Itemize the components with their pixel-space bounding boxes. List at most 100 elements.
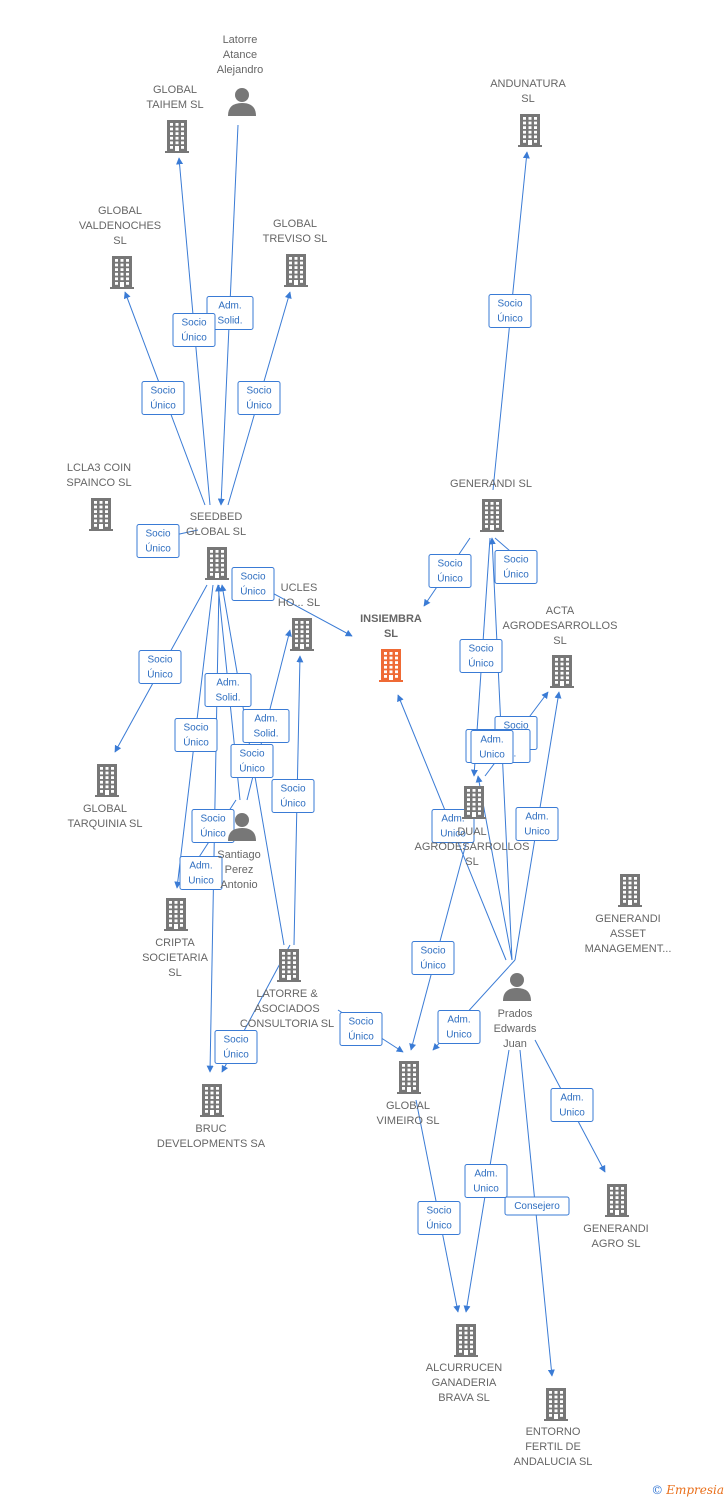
edge-label-text: Único	[468, 657, 494, 670]
edge-label-prados-to-generandi[interactable]: Adm.Unico	[470, 730, 514, 764]
edge-label-prados-to-alcurrucen[interactable]: Adm. Unico	[464, 1164, 508, 1198]
edge-label-latorre_atance-to-seedbed[interactable]: Adm.Solid.	[206, 296, 254, 330]
node-label: CONSULTORIA SL	[240, 1018, 334, 1030]
building-icon	[205, 547, 229, 580]
building-icon	[277, 949, 301, 982]
edge-label-text: Único	[348, 1030, 374, 1043]
node-label: GLOBAL	[273, 218, 317, 230]
edge-label-text: Unico	[473, 1184, 499, 1195]
node-label: AGRODESARROLLOS	[415, 841, 530, 853]
edge-label-text: Unico	[479, 750, 505, 761]
edge-label-text: Solid.	[215, 693, 240, 704]
brand-name: Empresia	[666, 1483, 724, 1497]
edge-label-box	[231, 567, 275, 601]
node-label: Edwards	[494, 1023, 537, 1035]
building-icon	[544, 1388, 568, 1421]
building-icon	[618, 874, 642, 907]
edge-label-text: Único	[183, 736, 209, 749]
node-generandi[interactable]: GENERANDI SL	[450, 478, 532, 532]
copyright-icon: ©	[651, 1483, 664, 1497]
node-label: ACTA	[546, 605, 575, 617]
node-label: TARQUINIA SL	[68, 818, 143, 830]
node-label: SL	[168, 967, 181, 979]
node-label: UCLES	[281, 582, 318, 594]
edge-label-text: Socio	[420, 946, 445, 957]
edge-label-text: Adm.	[218, 301, 241, 312]
edge-label-text: Único	[150, 399, 176, 412]
building-icon	[462, 786, 486, 819]
edge-label-text: Adm.	[189, 861, 212, 872]
edge-label-text: Único	[497, 312, 523, 325]
edge-label-text: Socio	[239, 749, 264, 760]
edge-label-prados-to-entorno[interactable]: Consejero	[504, 1196, 570, 1216]
edge-label-prados-to-generandi_agro[interactable]: Adm.Unico	[550, 1088, 594, 1122]
edge-label-text: Socio	[426, 1206, 451, 1217]
node-label: GENERANDI	[583, 1223, 648, 1235]
node-label: VIMEIRO SL	[377, 1115, 440, 1127]
building-icon	[89, 498, 113, 531]
footer-brand[interactable]: ©Empresia	[651, 1483, 724, 1497]
edge-label-prados-to-acta[interactable]: Adm.Unico	[515, 807, 559, 841]
edge-label-text: Único	[239, 762, 265, 775]
edge-label-text: Socio	[147, 655, 172, 666]
edge-label-box	[550, 1088, 594, 1122]
node-label: GANADERIA	[432, 1377, 497, 1389]
building-icon	[605, 1184, 629, 1217]
edge-label-text: Adm.	[474, 1169, 497, 1180]
edge-label-box	[230, 744, 274, 778]
edge-label-text: Único	[503, 568, 529, 581]
edge-label-prados-to-global_vimeiro[interactable]: Adm.Unico	[437, 1010, 481, 1044]
edge-label-text: Solid.	[253, 729, 278, 740]
edge-label-santiago-to-cripta[interactable]: Adm.Unico	[179, 856, 223, 890]
edge-labels-layer: Adm.Solid.SocioÚnicoSocioÚnicoSocioÚnico…	[136, 294, 594, 1235]
person-icon	[503, 973, 531, 1001]
building-icon	[379, 649, 403, 682]
building-icon	[518, 114, 542, 147]
edge-label-box	[204, 673, 252, 707]
node-label: BRAVA SL	[438, 1392, 490, 1404]
edge-label-santiago-to-seedbed[interactable]: Adm.Solid.	[204, 673, 252, 707]
node-generandi_asset[interactable]: GENERANDIASSETMANAGEMENT...	[585, 874, 672, 955]
edge-label-box	[237, 381, 281, 415]
edge-label-santiago-to-ucles[interactable]: Adm.Solid.	[242, 709, 290, 743]
